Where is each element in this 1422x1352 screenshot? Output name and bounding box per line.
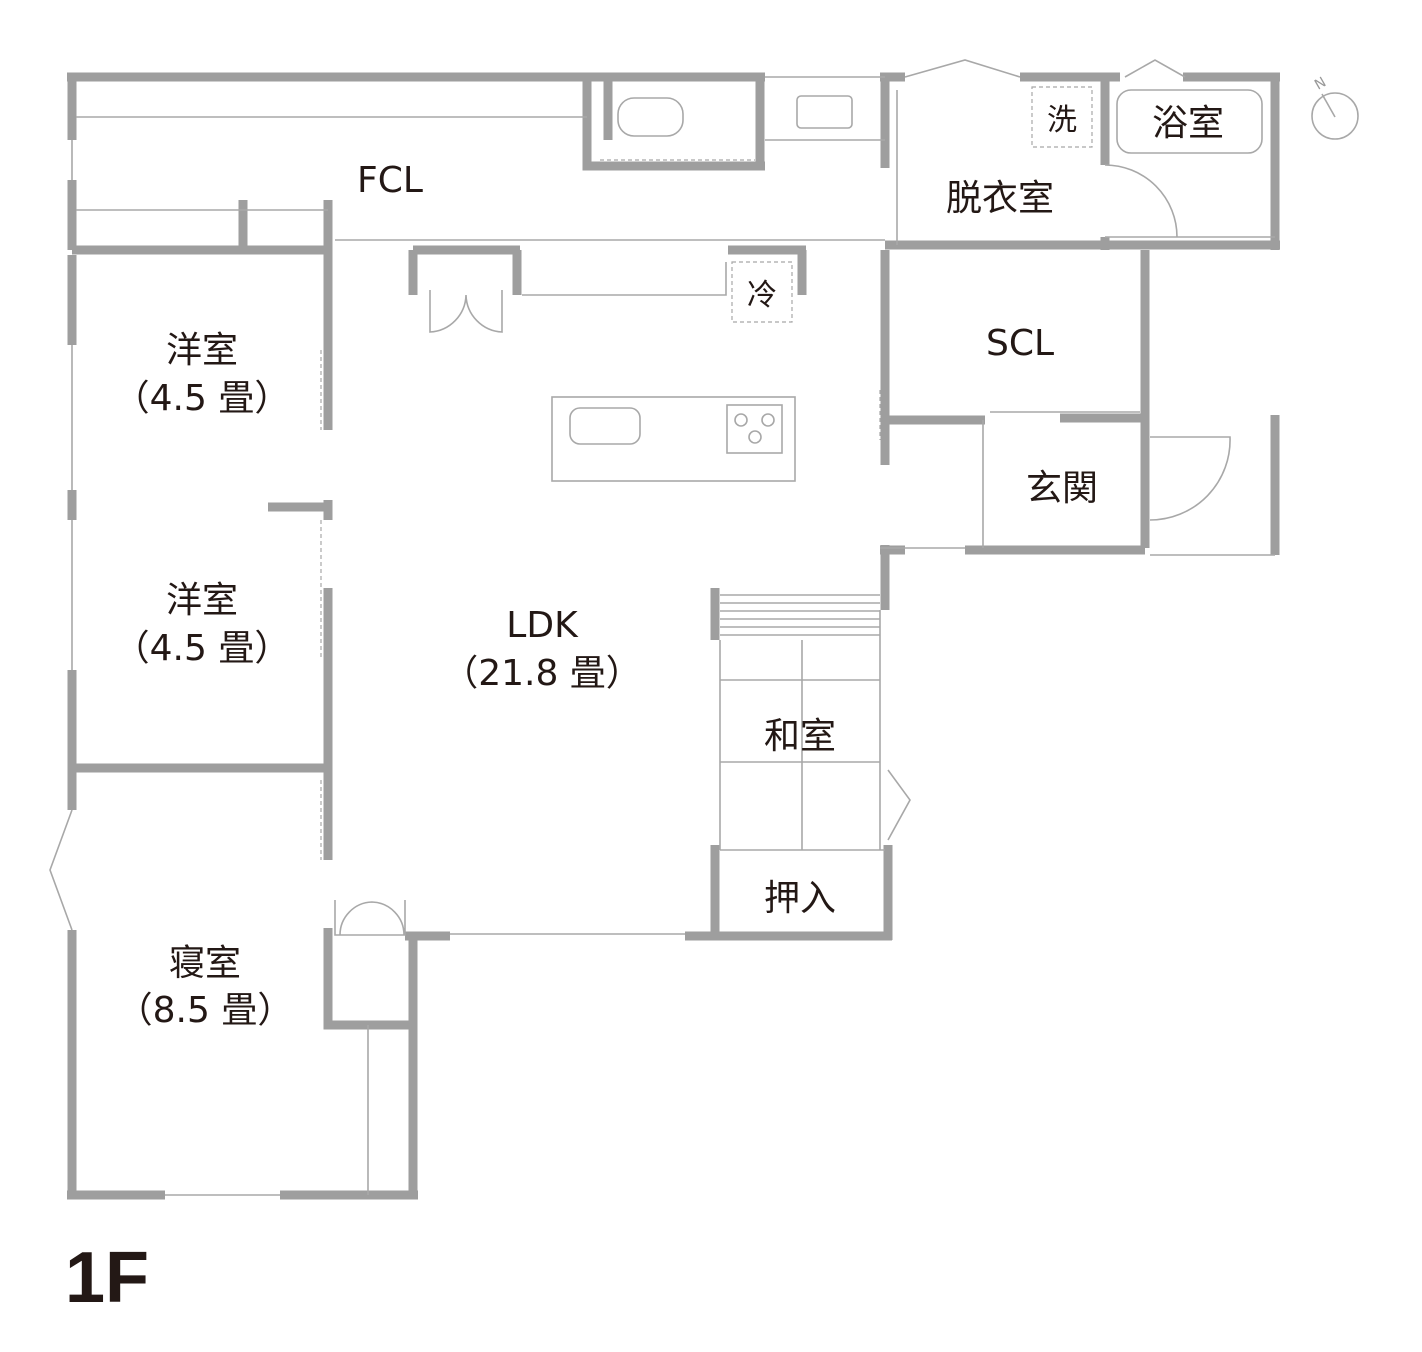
room-label-japanese: 和室 — [764, 716, 836, 757]
room-size-western1: （4.5 畳） — [114, 378, 291, 419]
room-label-closet: 押入 — [764, 878, 836, 919]
room-label-bath: 浴室 — [1152, 103, 1224, 144]
room-size-western2: （4.5 畳） — [114, 628, 291, 669]
room-size-ldk: （21.8 畳） — [442, 653, 642, 694]
room-label-scl: SCL — [986, 323, 1054, 364]
fixtures — [49, 59, 1275, 1196]
room-size-bedroom: （8.5 畳） — [117, 990, 294, 1031]
room-label-fcl: FCL — [357, 160, 423, 201]
room-label-bedroom: 寝室 — [169, 943, 241, 984]
floor-label: 1F — [65, 1238, 149, 1318]
washer-label: 洗 — [1047, 103, 1077, 138]
fridge-label: 冷 — [747, 278, 777, 313]
room-label-western2: 洋室 — [166, 580, 238, 621]
room-label-ldk: LDK — [506, 605, 579, 646]
walls — [67, 72, 1280, 1200]
room-label-western1: 洋室 — [166, 330, 238, 371]
compass: N — [1311, 74, 1359, 140]
svg-text:N: N — [1312, 74, 1329, 93]
room-label-dressing: 脱衣室 — [946, 178, 1054, 219]
room-label-entrance: 玄関 — [1026, 468, 1098, 509]
